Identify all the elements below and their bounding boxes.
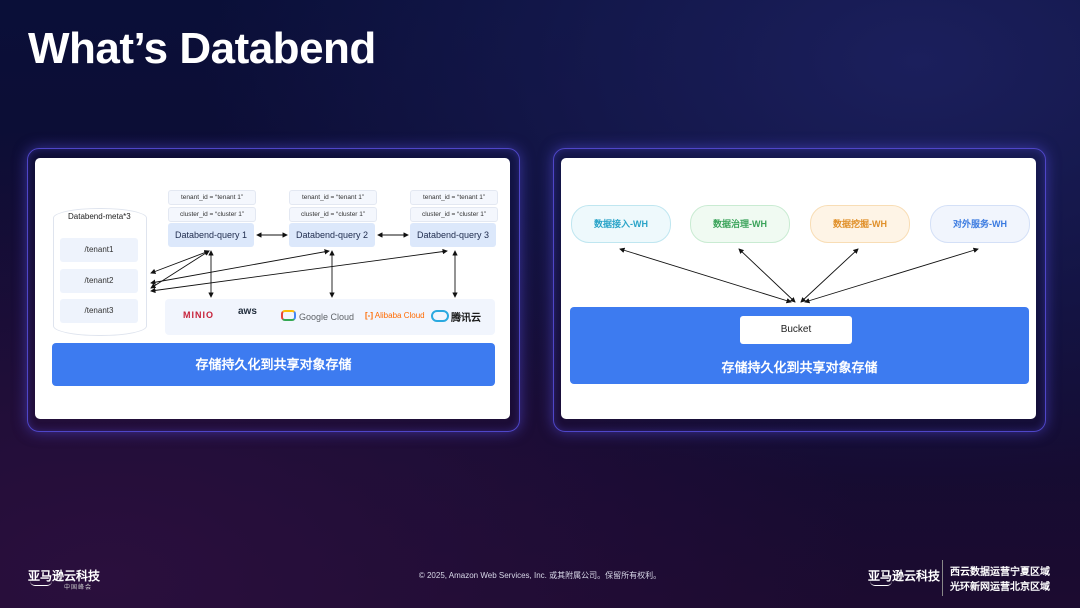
wh-external: 对外服务-WH <box>930 205 1030 243</box>
tenant-tag-q3: tenant_id = “tenant 1” <box>410 190 498 205</box>
tencent-cloud-icon <box>431 310 449 322</box>
object-storage-vendors: MINIO aws Google Cloud [-] Alibaba Cloud… <box>165 299 495 335</box>
bucket-box: Bucket <box>740 316 852 344</box>
meta-label: Databend-meta*3 <box>68 212 131 221</box>
footer-logo-left-sub: 中国峰会 <box>64 585 93 591</box>
wh-mining: 数据挖掘-WH <box>810 205 910 243</box>
slide-title: What’s Databend <box>28 24 376 73</box>
storage-bar-left: 存储持久化到共享对象存储 <box>52 343 495 386</box>
cluster-tag-q2: cluster_id = “cluster 1” <box>289 207 377 222</box>
wh-mining-label: 数据挖掘-WH <box>833 219 887 229</box>
region-line-1: 西云数据运营宁夏区域 <box>950 567 1050 578</box>
alibaba-cloud-text: Alibaba Cloud <box>374 311 425 320</box>
storage-bar-right-label: 存储持久化到共享对象存储 <box>721 360 878 375</box>
alibaba-cloud-logo: [-] Alibaba Cloud <box>365 311 425 320</box>
google-cloud-logo: Google Cloud <box>281 310 354 322</box>
arrow-wh1-bucket <box>619 247 792 304</box>
arrow-wh2-bucket <box>738 248 796 303</box>
tencent-cloud-logo: 腾讯云 <box>431 309 481 324</box>
footer-divider <box>942 560 943 596</box>
query-node-2: Databend-query 2 <box>289 223 375 247</box>
left-panel: Databend-meta*3 /tenant1 /tenant2 /tenan… <box>35 158 510 419</box>
wh-ingest: 数据接入-WH <box>571 205 671 243</box>
tencent-cloud-text: 腾讯云 <box>451 313 481 324</box>
cluster-tag-q3: cluster_id = “cluster 1” <box>410 207 498 222</box>
right-arrows <box>619 247 979 304</box>
tenant-tag-q2: tenant_id = “tenant 1” <box>289 190 377 205</box>
aws-logo: aws <box>238 306 257 317</box>
region-line-2: 光环新网运营北京区域 <box>950 582 1050 593</box>
wh-governance-label: 数据治理-WH <box>713 219 767 229</box>
cluster-tag-q1: cluster_id = “cluster 1” <box>168 207 256 222</box>
tenant-box-3: /tenant3 <box>60 299 138 323</box>
tenant-box-2: /tenant2 <box>60 269 138 293</box>
tenant-tag-q1: tenant_id = “tenant 1” <box>168 190 256 205</box>
wh-ingest-label: 数据接入-WH <box>594 219 648 229</box>
left-panel-frame <box>27 148 520 432</box>
copyright-text: © 2025, Amazon Web Services, Inc. 或其附属公司… <box>418 571 662 580</box>
tenant-box-1: /tenant1 <box>60 238 138 262</box>
minio-logo: MINIO <box>183 310 214 320</box>
arrow-q3-meta <box>150 248 448 294</box>
smile-arrow-icon-left <box>30 581 52 586</box>
arrow-q2-meta <box>150 249 330 285</box>
google-cloud-text: Google Cloud <box>299 312 355 322</box>
left-arrows <box>150 232 458 298</box>
smile-arrow-icon-right <box>870 581 892 586</box>
query-node-3: Databend-query 3 <box>410 223 496 247</box>
footer-logo-right: 亚马逊云科技 <box>868 569 941 583</box>
wh-governance: 数据治理-WH <box>690 205 790 243</box>
right-panel-frame <box>553 148 1046 432</box>
alibaba-cloud-icon: [-] <box>365 311 373 320</box>
query-node-1: Databend-query 1 <box>168 223 254 247</box>
right-panel: 数据接入-WH 数据治理-WH 数据挖掘-WH 对外服务-WH 存储持久化到共享… <box>561 158 1036 419</box>
google-cloud-icon <box>281 310 296 321</box>
arrow-wh4-bucket <box>804 247 979 304</box>
footer-logo-left: 亚马逊云科技 <box>28 569 101 583</box>
wh-external-label: 对外服务-WH <box>953 219 1007 229</box>
